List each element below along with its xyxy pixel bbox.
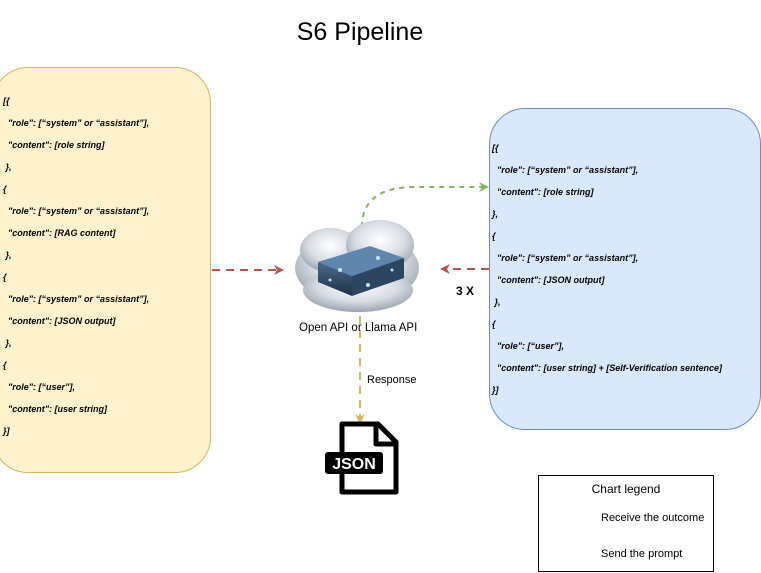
response-label: Response	[367, 374, 417, 386]
verification-messages-box: [{ "role": [“system” or “assistant”], "c…	[489, 108, 761, 430]
code-line: },	[3, 338, 12, 348]
code-line: },	[492, 209, 499, 219]
code-line: "content": [JSON output]	[492, 275, 605, 285]
code-line: "role": [“user”],	[492, 341, 565, 351]
code-line: "role": [“system” or “assistant”],	[3, 206, 150, 216]
code-line: {	[3, 360, 7, 370]
prompt-messages-box: [{ "role": [“system” or “assistant”], "c…	[0, 67, 211, 473]
code-line: {	[492, 231, 496, 241]
code-line: "content": [user string]	[3, 404, 108, 414]
code-line: "role": [“system” or “assistant”],	[492, 253, 639, 263]
chart-legend: Chart legend Receive the outcome Send th…	[538, 475, 714, 572]
legend-title: Chart legend	[591, 482, 661, 496]
cloud-server-icon	[295, 220, 419, 312]
repeat-count-label: 3 X	[456, 284, 475, 298]
code-line: },	[3, 162, 12, 172]
diagram-title: S6 Pipeline	[296, 18, 424, 46]
code-line: "content": [JSON output]	[3, 316, 116, 326]
receive-outcome-arrow	[361, 182, 489, 228]
legend-receive-label: Receive the outcome	[601, 512, 705, 524]
code-line: }]	[492, 385, 499, 395]
code-line: "content": [role string]	[492, 187, 594, 197]
cloud-api-label: Open API or Llama API	[299, 322, 418, 334]
code-line: "role": [“user”],	[3, 382, 76, 392]
svg-text:JSON: JSON	[332, 456, 376, 473]
json-file-icon: JSON	[325, 421, 399, 495]
code-line: {	[3, 184, 7, 194]
code-line: },	[3, 250, 12, 260]
legend-send-label: Send the prompt	[601, 548, 683, 560]
code-line: "role": [“system” or “assistant”],	[3, 118, 150, 128]
code-line: }]	[3, 426, 10, 436]
code-line: {	[3, 272, 7, 282]
code-line: [{	[3, 96, 10, 106]
code-line: "content": [RAG content]	[3, 228, 116, 238]
code-line: },	[492, 297, 501, 307]
code-line: "role": [“system” or “assistant”],	[492, 165, 639, 175]
code-line: [{	[492, 143, 499, 153]
code-line: "content": [role string]	[3, 140, 105, 150]
code-line: "content": [user string] + [Self-Verific…	[492, 363, 722, 373]
code-line: "role": [“system” or “assistant”],	[3, 294, 150, 304]
code-line: {	[492, 319, 496, 329]
